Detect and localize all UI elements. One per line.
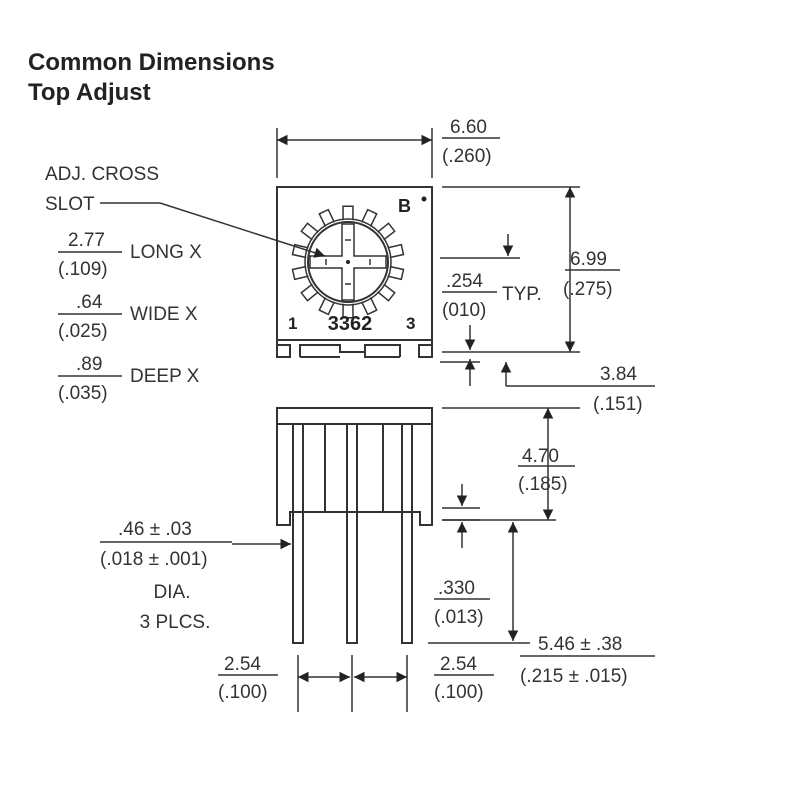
dim-330-in: (.013): [434, 607, 484, 628]
rotor-circle: [307, 221, 389, 303]
dim-typ-label: TYP.: [502, 284, 542, 305]
long-mm: 2.77: [68, 230, 105, 251]
wide-mm: .64: [76, 292, 103, 313]
top-view: 1 3362 3 B: [276, 186, 433, 358]
dim-pitch-left-mm: 2.54: [224, 654, 261, 675]
title-line2: Top Adjust: [28, 79, 151, 106]
wide-in: (.025): [58, 321, 108, 342]
dim-546-in: (.215 ± .015): [520, 666, 628, 687]
dim-pitch-left-in: (.100): [218, 682, 268, 703]
deep-in: (.035): [58, 383, 108, 404]
title-line1: Common Dimensions: [28, 49, 275, 76]
dim-pin-dia-note2: 3 PLCS.: [140, 612, 211, 633]
side-view: [276, 407, 433, 644]
dim-pin-dia-mm: .46 ± .03: [118, 519, 192, 540]
dim-pin-dia-in: (.018 ± .001): [100, 549, 208, 570]
dim-height-in: (.275): [563, 279, 613, 300]
long-label: LONG X: [130, 242, 202, 263]
rotor-teeth: [291, 205, 405, 319]
pin1-marking: 1: [288, 314, 297, 333]
dim-pitch-right-in: (.100): [434, 682, 484, 703]
pin3-marking: 3: [406, 314, 415, 333]
dim-width-mm: 6.60: [450, 117, 487, 138]
dim-384-mm: 3.84: [600, 364, 637, 385]
dim-470-in: (.185): [518, 474, 568, 495]
pins: [292, 512, 413, 644]
dim-470-mm: 4.70: [522, 446, 559, 467]
dim-height-mm: 6.99: [570, 249, 607, 270]
dim-width-in: (.260): [442, 146, 492, 167]
deep-label: DEEP X: [130, 366, 200, 387]
long-in: (.109): [58, 259, 108, 280]
wide-label: WIDE X: [130, 304, 198, 325]
adjust-rotor: [291, 205, 405, 319]
cross-slot: [309, 223, 387, 301]
adj-cross-label1: ADJ. CROSS: [45, 164, 159, 185]
dim-pin-dia-note1: DIA.: [154, 582, 191, 603]
dim-typ-mm: .254: [446, 271, 483, 292]
adj-cross-label2: SLOT: [45, 194, 95, 215]
logo: B: [398, 196, 411, 216]
dim-384-in: (.151): [593, 394, 643, 415]
model-marking: 3362: [328, 313, 373, 335]
dim-typ-in: (010): [442, 300, 486, 321]
dim-330-mm: .330: [438, 578, 475, 599]
dim-546-mm: 5.46 ± .38: [538, 634, 622, 655]
deep-mm: .89: [76, 354, 102, 375]
dim-pitch-right-mm: 2.54: [440, 654, 477, 675]
